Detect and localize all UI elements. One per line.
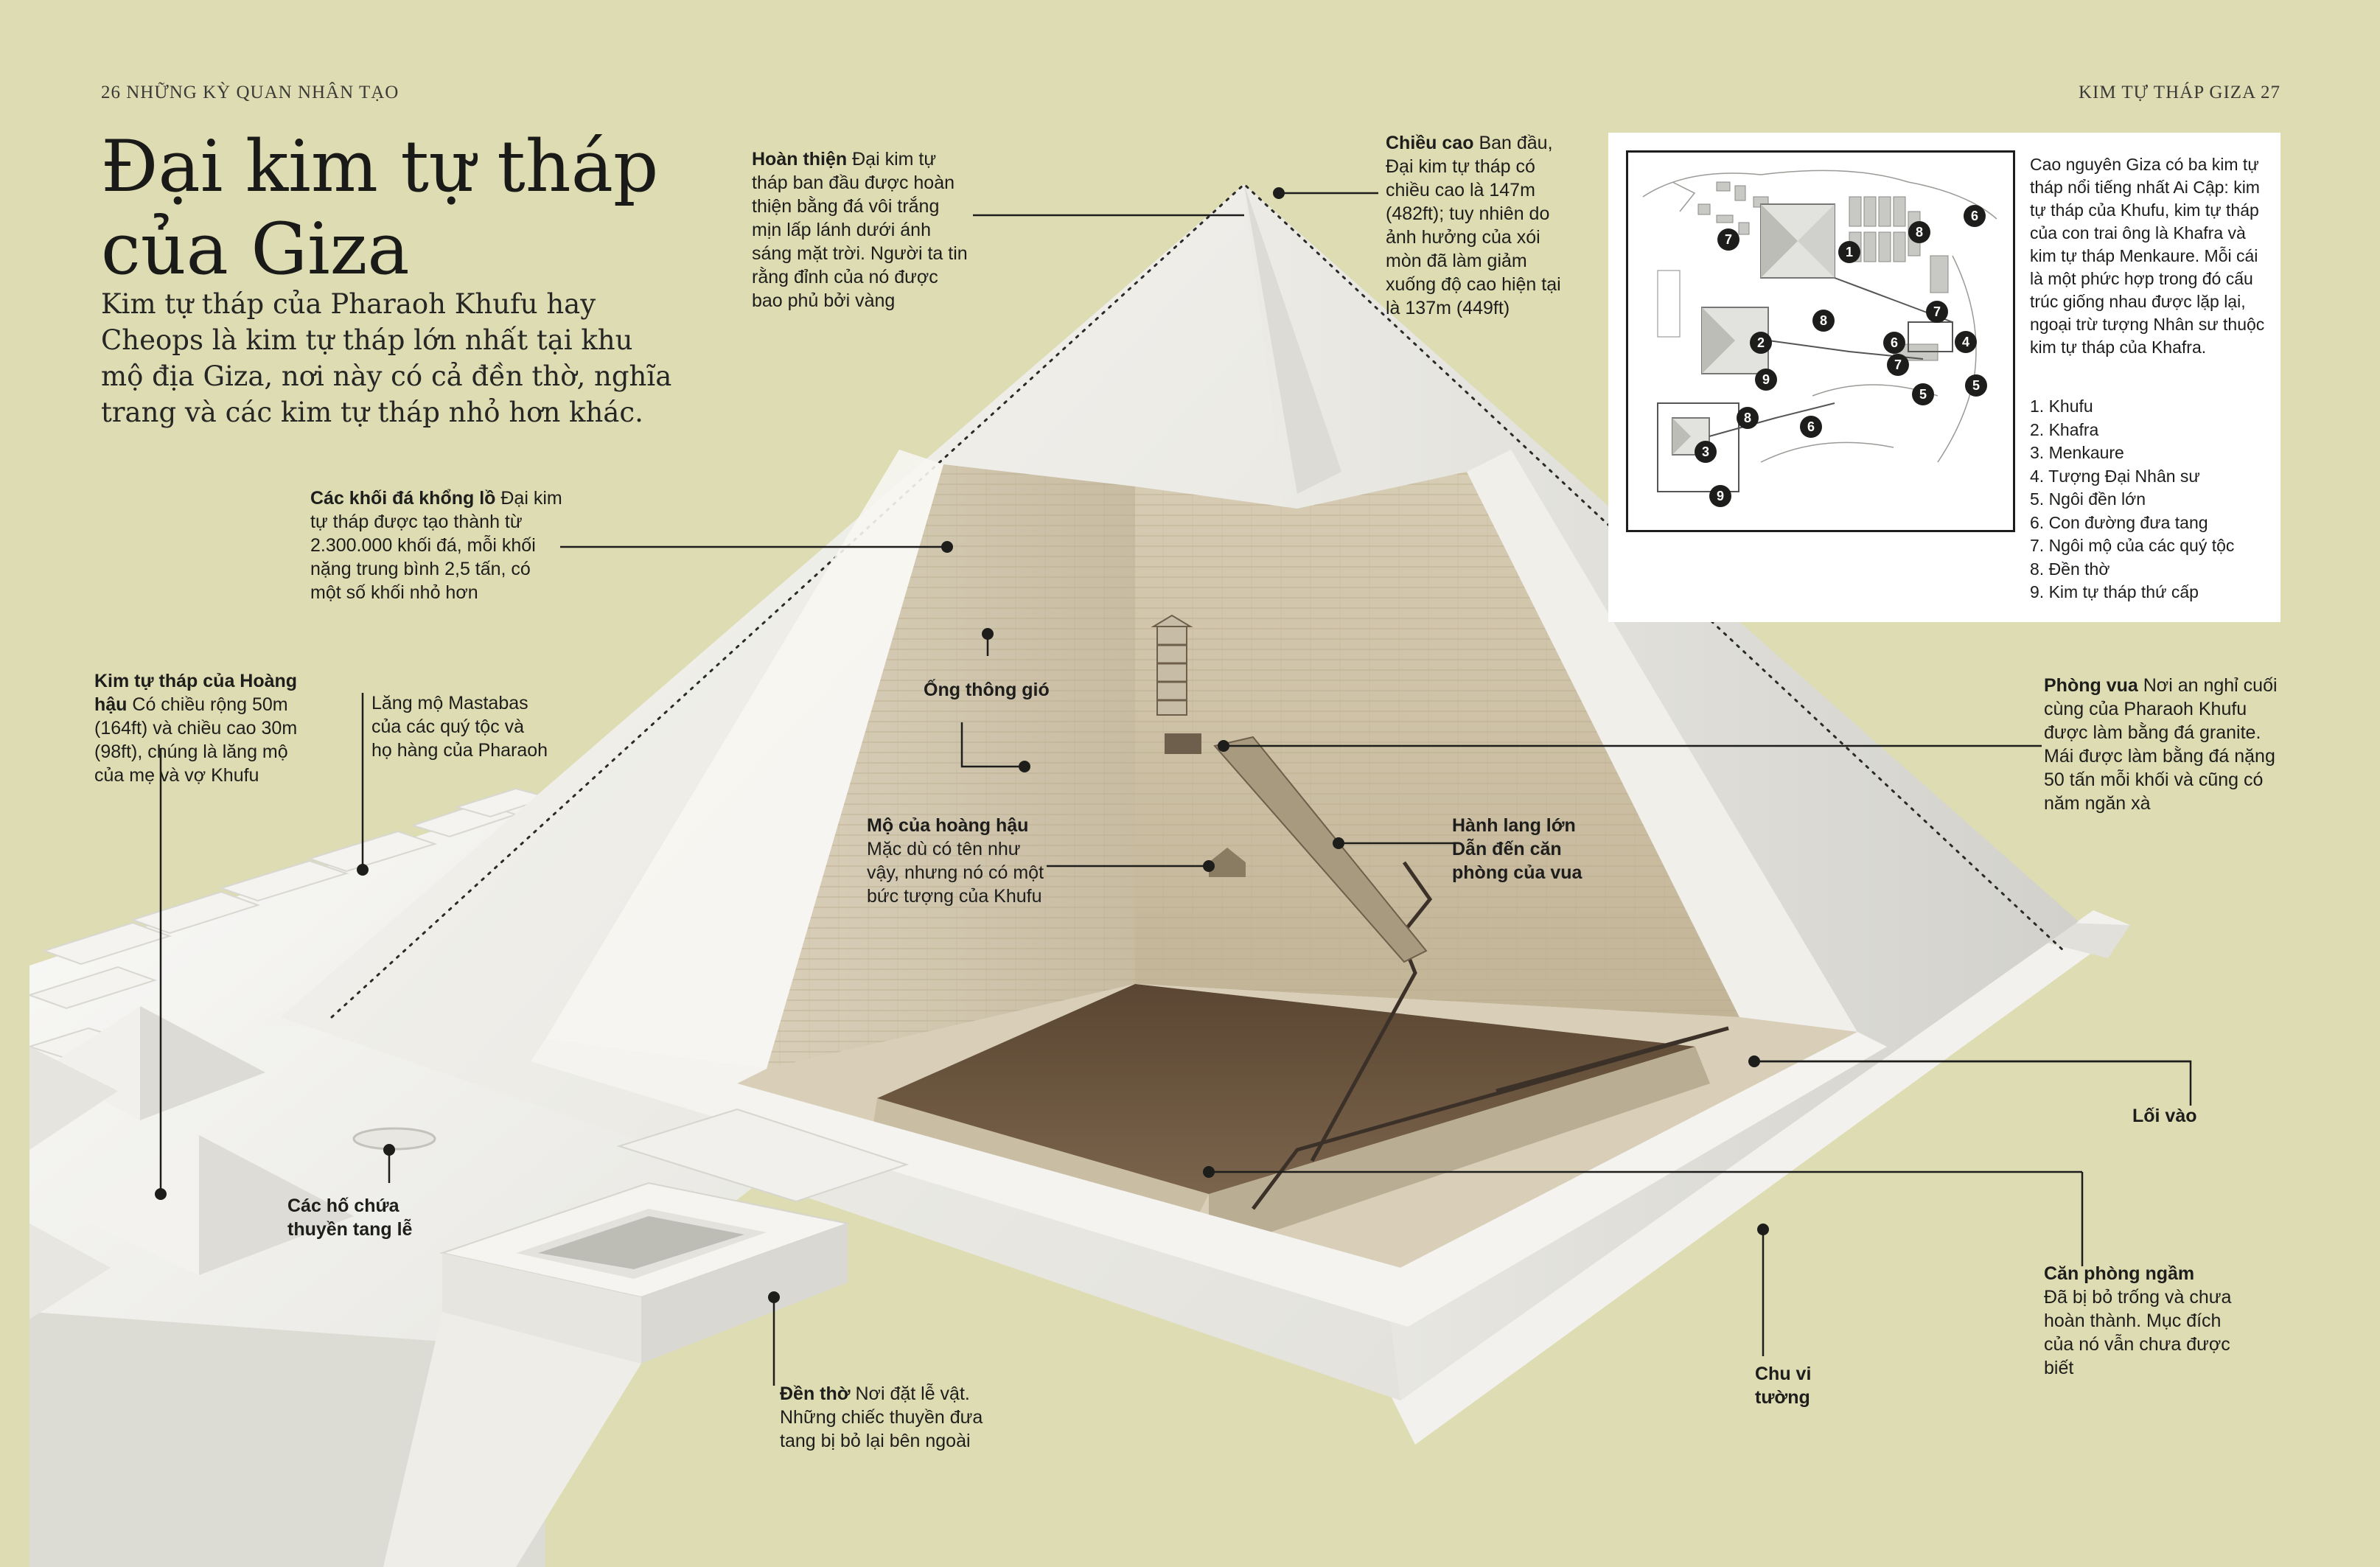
legend-item: 4. Tượng Đại Nhân sư (2030, 466, 2200, 486)
map-marker: 7 (1887, 354, 1909, 376)
callout-chieu-cao: Chiều cao Ban đầu, Đại kim tự tháp có ch… (1386, 133, 1561, 318)
queens-pyramids (29, 1006, 354, 1319)
map-marker: 8 (1737, 407, 1759, 429)
legend-item: 9. Kim tự tháp thứ cấp (2030, 582, 2199, 601)
legend-item: 2. Khafra (2030, 419, 2099, 439)
callout-chu-vi-tuong: Chu vi tường (1755, 1364, 1812, 1408)
map-marker: 8 (1908, 221, 1930, 243)
map-marker: 1 (1838, 241, 1860, 263)
queens-chamber (1209, 848, 1246, 877)
map-marker: 7 (1926, 301, 1948, 323)
legend-item: 5. Ngôi đền lớn (2030, 489, 2146, 509)
legend-item: 7. Ngôi mộ của các quý tộc (2030, 536, 2235, 555)
callout-hanh-lang-lon: Hành lang lớn Dẫn đến căn phòng của vua (1452, 815, 1582, 883)
legend-item: 6. Con đường đưa tang (2030, 512, 2208, 532)
map-marker: 6 (1883, 332, 1905, 354)
callout-phong-vua: Phòng vua Nơi an nghỉ cuối cùng của Phar… (2044, 675, 2278, 814)
page-title: Đại kim tự tháp của Giza (101, 125, 659, 290)
leader-dots (155, 187, 1769, 1303)
map-marker: 5 (1965, 374, 1987, 397)
callout-hoan-thien: Hoàn thiện Đại kim tự tháp ban đầu được … (752, 149, 968, 311)
callout-loi-vao: Lối vào (2132, 1106, 2197, 1126)
underground-pit (877, 984, 1695, 1194)
map-marker: 6 (1964, 205, 1986, 227)
right-folio: KIM TỰ THÁP GIZA 27 (2078, 83, 2280, 102)
map-marker: 7 (1717, 228, 1739, 251)
callout-den-tho: Đền thờ Nơi đặt lễ vật. Những chiếc thuy… (780, 1383, 983, 1451)
callout-khoi-da: Các khối đá khổng lồ Đại kim tự tháp đượ… (310, 488, 562, 603)
left-folio: 26 NHỮNG KỲ QUAN NHÂN TẠO (101, 83, 399, 102)
legend-item: 8. Đền thờ (2030, 559, 2110, 579)
map-description: Cao nguyên Giza có ba kim tự tháp nổi ti… (2030, 155, 2265, 357)
intro-paragraph: Kim tự tháp của Pharaoh Khufu hay Cheops… (101, 288, 672, 428)
kings-chamber (1151, 614, 1201, 754)
callout-kim-tu-thap-hoang-hau: Kim tự tháp của Hoàng hậu Có chiều rộng … (94, 671, 298, 786)
mortuary-temple (439, 1108, 910, 1364)
map-marker: 2 (1750, 332, 1772, 354)
callout-ho-chua-thuyen: Các hố chứa thuyền tang lễ (287, 1196, 413, 1240)
callout-mastabas: Lăng mộ Mastabas của các quý tộc và họ h… (371, 693, 548, 761)
boat-pit (352, 1127, 436, 1151)
legend-item: 3. Menkaure (2030, 443, 2124, 462)
map-marker: 3 (1695, 441, 1717, 463)
leader-lines (159, 192, 2192, 1386)
callout-ong-thong-gio: Ống thông gió (924, 680, 1050, 700)
grand-gallery (1213, 736, 1428, 963)
legend-item: 1. Khufu (2030, 397, 2093, 416)
map-marker: 9 (1709, 485, 1731, 507)
map-marker: 4 (1955, 331, 1977, 353)
map-legend: 1. Khufu 2. Khafra 3. Menkaure 4. Tượng … (2030, 395, 2273, 604)
map-marker: 5 (1912, 383, 1934, 405)
map-marker: 8 (1812, 310, 1835, 332)
map-marker: 6 (1800, 416, 1822, 438)
map-marker: 9 (1755, 369, 1777, 391)
